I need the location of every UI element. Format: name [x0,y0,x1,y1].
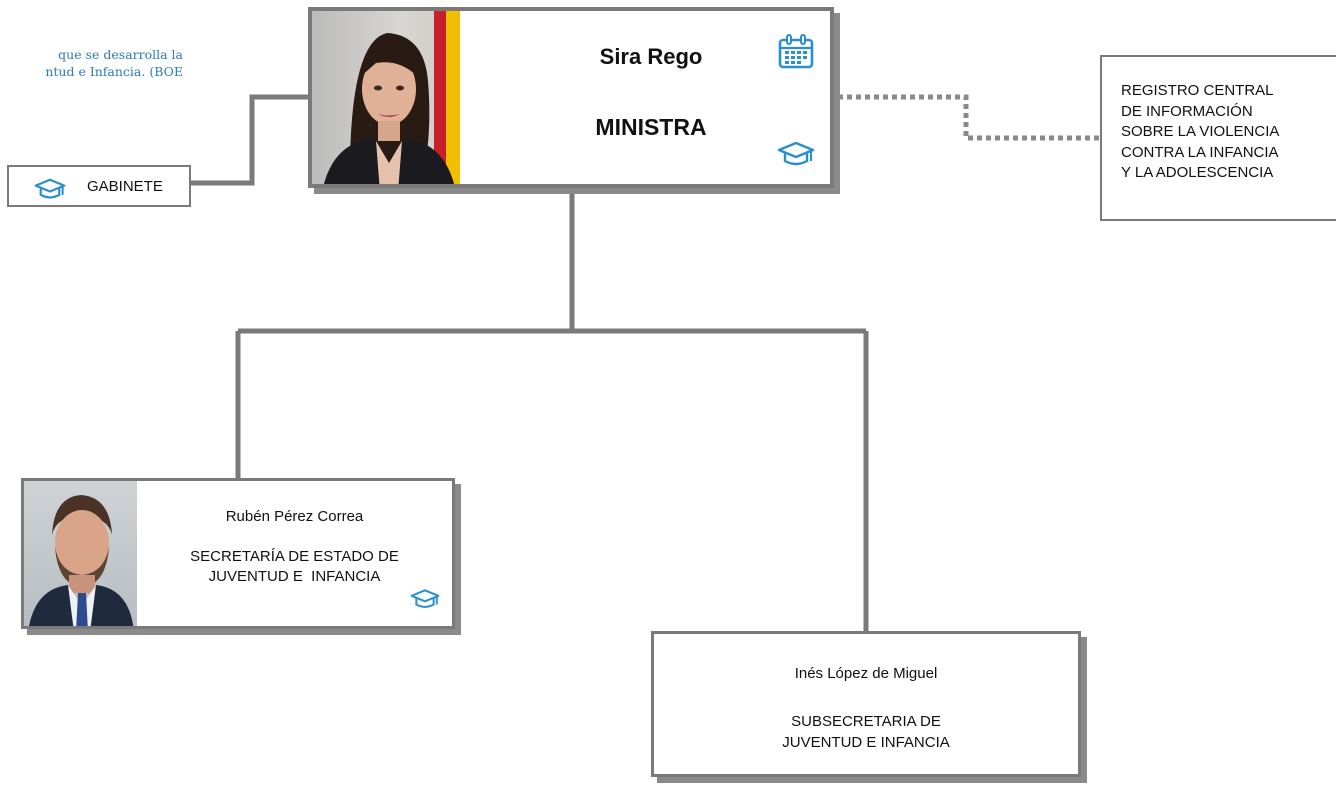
subsecretaria-title-line: SUBSECRETARIA DE [791,713,941,730]
registro-central-box[interactable]: REGISTRO CENTRAL DE INFORMACIÓN SOBRE LA… [1100,55,1336,221]
minister-title: MINISTRA [595,114,707,140]
gabinete-box[interactable]: GABINETE [7,165,191,207]
subsecretaria-title-line: JUVENTUD E INFANCIA [782,734,950,751]
secretario-name: Rubén Pérez Correa [225,508,364,525]
registro-line: Y LA ADOLESCENCIA [1121,164,1274,181]
intro-text: que se desarrolla la ntud e Infancia. (B… [0,46,183,80]
minister-name: Sira Rego [599,44,703,69]
registro-line: DE INFORMACIÓN [1121,102,1253,120]
graduation-cap-icon[interactable] [410,588,440,610]
subsecretaria-name: Inés López de Miguel [794,665,938,682]
subsecretaria-title: SUBSECRETARIA DE JUVENTUD E INFANCIA [654,711,1078,753]
graduation-cap-icon[interactable] [777,140,815,168]
secretaria-estado-title: SECRETARÍA DE ESTADO DE JUVENTUD E INFAN… [137,547,452,587]
secretaria-estado-card[interactable]: Rubén Pérez Correa SECRETARÍA DE ESTADO … [21,478,455,629]
minister-photo [312,11,460,184]
calendar-icon[interactable] [777,34,815,70]
registro-line: REGISTRO CENTRAL [1121,82,1274,99]
subsecretaria-card[interactable]: Inés López de Miguel SUBSECRETARIA DE JU… [651,631,1081,777]
registro-line: CONTRA LA INFANCIA [1121,143,1279,161]
graduation-cap-icon[interactable] [34,177,66,201]
secretario-photo [24,481,137,626]
registro-central-text: REGISTRO CENTRAL DE INFORMACIÓN SOBRE LA… [1121,81,1279,184]
gabinete-label: GABINETE [87,178,163,195]
secretaria-title-line: SECRETARÍA DE ESTADO DE [190,548,399,565]
minister-card[interactable]: Sira Rego MINISTRA [308,7,834,188]
secretaria-title-line: JUVENTUD E INFANCIA [208,568,381,585]
intro-text-line: ntud e Infancia. (BOE [45,64,183,79]
intro-text-line: que se desarrolla la [58,47,183,62]
registro-line: SOBRE LA VIOLENCIA [1121,123,1280,140]
